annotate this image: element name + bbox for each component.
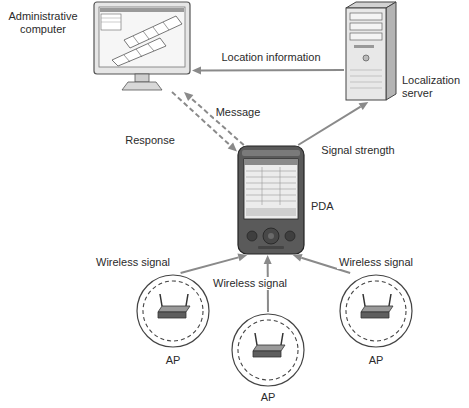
node-label: Administrative computer [2,10,84,36]
arrowhead [237,253,247,261]
dashed-arrow [172,92,237,152]
pda-illustration [238,146,304,254]
arrow [192,66,344,74]
edge-label: Message [214,106,263,119]
arrowhead [192,66,201,74]
connector-line [172,92,230,146]
node-label: AP [338,354,414,367]
edge-label: Signal strength [319,144,396,157]
edge-label: Wireless signal [337,256,415,269]
arrow [181,253,248,273]
node-label: PDA [311,200,351,213]
connector-line [298,107,360,145]
connector-line [201,69,344,71]
node-label: Localization server [402,74,466,100]
access-point-illustration [232,314,304,386]
arrowhead [228,143,237,152]
node-label: AP [135,354,211,367]
access-point-node: AP [338,273,414,349]
connector-line [181,257,239,273]
arrowhead [264,255,272,264]
access-point-illustration [340,275,412,347]
node-label: AP [230,391,306,404]
arrowhead [293,254,303,262]
edge-label: Location information [219,51,322,64]
access-point-illustration [137,275,209,347]
computer-node: Administrative computer [92,2,192,92]
server-illustration [346,2,396,100]
edge-label: Wireless signal [211,277,289,290]
arrowhead [184,92,193,101]
edge-label: Response [123,134,177,147]
arrow [298,102,368,145]
arrowhead [359,102,369,110]
server-node: Localization server [344,2,398,102]
edge-label: Wireless signal [94,256,172,269]
access-point-node: AP [230,312,306,388]
pda-node: PDA [237,145,305,255]
access-point-node: AP [135,273,211,349]
dashed-arrow [184,92,244,145]
monitor-illustration [94,2,190,90]
